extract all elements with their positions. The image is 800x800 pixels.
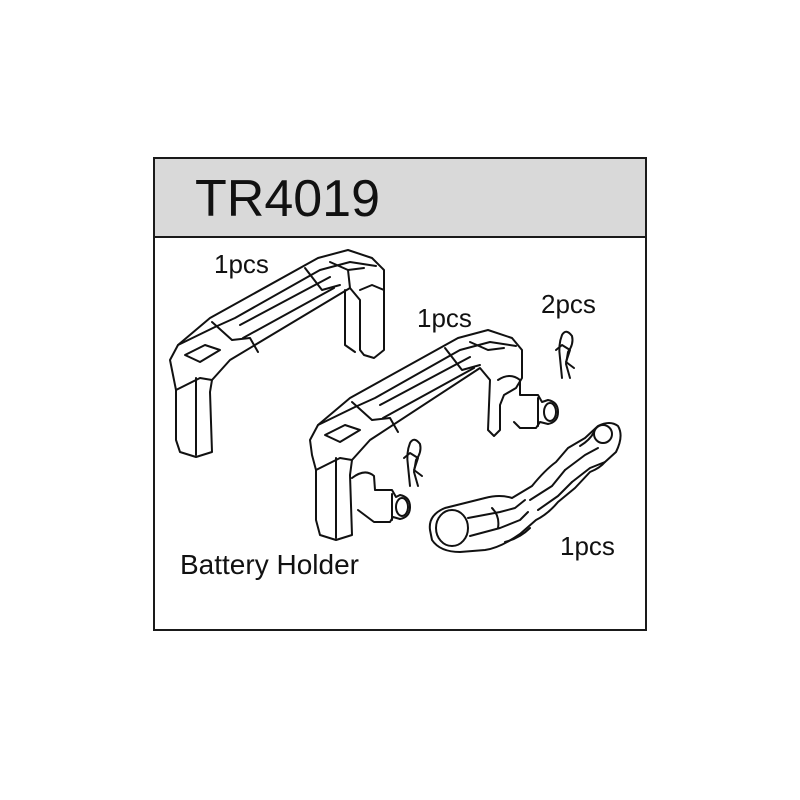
battery-holder-bracket-with-pins-icon (309, 329, 559, 541)
parts-card: TR4019 (153, 157, 647, 631)
part-number: TR4019 (195, 170, 380, 228)
battery-strap-icon (428, 422, 622, 553)
battery-holder-bracket-icon (169, 249, 385, 458)
quantity-label: 1pcs (214, 249, 269, 279)
part-caption: Battery Holder (180, 549, 359, 580)
r-clip-icon (403, 438, 423, 487)
quantity-label: 2pcs (541, 289, 596, 319)
quantity-label: 1pcs (560, 531, 615, 561)
r-clip-icon (555, 330, 575, 379)
quantity-label: 1pcs (417, 303, 472, 333)
card-header: TR4019 (155, 159, 645, 238)
